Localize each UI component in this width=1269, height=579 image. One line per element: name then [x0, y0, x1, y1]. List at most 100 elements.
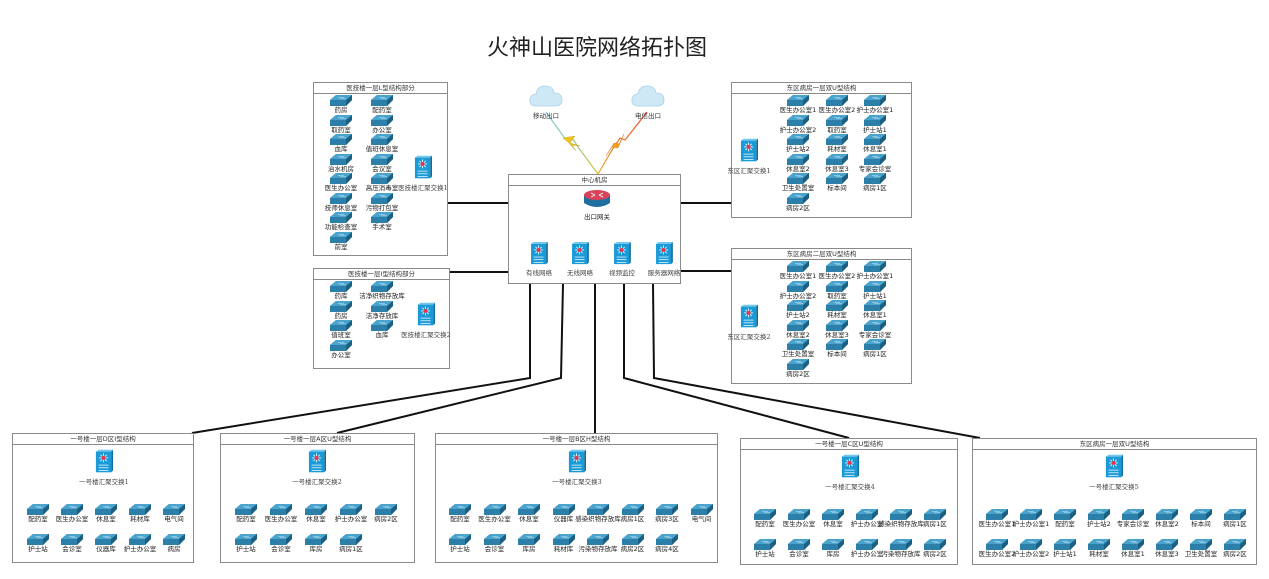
- access-switch[interactable]: 休息室2: [1145, 509, 1189, 528]
- aggregation-switch[interactable]: 东区汇聚交换1: [727, 138, 771, 175]
- access-switch[interactable]: 高压消毒室: [360, 173, 404, 192]
- access-switch[interactable]: 休息室2: [776, 153, 820, 173]
- access-switch[interactable]: 病房: [152, 534, 196, 553]
- access-switch[interactable]: 医生办公室: [50, 504, 94, 523]
- access-switch[interactable]: 耗材室: [815, 300, 859, 319]
- access-switch[interactable]: 洁净存放库: [360, 300, 404, 320]
- access-switch[interactable]: 卫生处置室: [1179, 539, 1223, 558]
- access-switch[interactable]: 污染物存放库: [576, 534, 620, 553]
- access-switch[interactable]: 前室: [319, 231, 363, 251]
- aggregation-switch[interactable]: 东区汇聚交换2: [727, 304, 771, 341]
- cloud-mobile[interactable]: 移动出口: [524, 82, 568, 120]
- access-switch[interactable]: 手术室: [360, 212, 404, 231]
- access-switch[interactable]: 取药室: [319, 114, 363, 134]
- access-switch[interactable]: 休息室1: [853, 300, 897, 319]
- access-switch[interactable]: 专家会诊室: [853, 153, 897, 173]
- access-switch[interactable]: 休息室1: [1111, 539, 1155, 558]
- access-switch[interactable]: 医生办公室: [259, 504, 303, 523]
- access-switch[interactable]: 医生办公室2: [815, 95, 859, 114]
- access-switch[interactable]: 会诊室: [473, 534, 517, 553]
- access-switch[interactable]: 护士站2: [776, 134, 820, 153]
- access-switch[interactable]: 治水机房: [319, 153, 363, 173]
- access-switch[interactable]: 会诊室: [777, 539, 821, 558]
- access-switch[interactable]: 休息室3: [815, 153, 859, 173]
- access-switch[interactable]: 护士站: [224, 534, 268, 553]
- core-switch[interactable]: 服务器网络: [648, 242, 680, 277]
- aggregation-switch[interactable]: 一号楼汇聚交换1: [79, 449, 129, 486]
- access-switch[interactable]: 专家会诊室: [853, 319, 897, 339]
- access-switch[interactable]: 医生办公室: [473, 504, 517, 523]
- access-switch[interactable]: 病房1区: [913, 509, 957, 528]
- core-switch[interactable]: 视频监控: [609, 242, 635, 277]
- access-switch[interactable]: 病房2区: [913, 539, 957, 558]
- access-switch[interactable]: 标本间: [815, 339, 859, 358]
- access-switch[interactable]: 休息室3: [1145, 539, 1189, 558]
- access-switch[interactable]: 病房1区: [853, 339, 897, 358]
- access-switch[interactable]: 休息室: [811, 509, 855, 528]
- access-switch[interactable]: 耗材室: [815, 134, 859, 153]
- cloud-telecom[interactable]: 电信出口: [626, 82, 670, 120]
- access-switch[interactable]: 护士办公室1: [853, 261, 897, 280]
- access-switch[interactable]: 血库: [319, 134, 363, 153]
- core-switch[interactable]: 无线网络: [567, 242, 593, 277]
- access-switch[interactable]: 医生办公室1: [776, 261, 820, 280]
- access-switch[interactable]: 洁净织物存放库: [359, 281, 405, 300]
- access-switch[interactable]: 功能检查室: [319, 212, 363, 231]
- access-switch[interactable]: 感染织物存放库: [878, 509, 924, 528]
- access-switch[interactable]: 病房4区: [645, 534, 689, 553]
- access-switch[interactable]: 病房2区: [611, 534, 655, 553]
- access-switch[interactable]: 电气间: [680, 504, 724, 523]
- access-switch[interactable]: 护士办公室1: [853, 95, 897, 114]
- aggregation-switch[interactable]: 一号楼汇聚交换3: [552, 449, 602, 486]
- access-switch[interactable]: 配药室: [1043, 509, 1087, 528]
- aggregation-switch[interactable]: 医技楼汇聚交换2: [401, 302, 451, 339]
- access-switch[interactable]: 药库: [319, 281, 363, 300]
- access-switch[interactable]: 医生办公室1: [975, 509, 1019, 528]
- access-switch[interactable]: 配药室: [16, 504, 60, 523]
- access-switch[interactable]: 专家会诊室: [1111, 509, 1155, 528]
- access-switch[interactable]: 护士站: [438, 534, 482, 553]
- access-switch[interactable]: 护士站: [16, 534, 60, 553]
- access-switch[interactable]: 感染织物存放库: [575, 504, 621, 523]
- access-switch[interactable]: 病房2区: [776, 192, 820, 212]
- access-switch[interactable]: 休息室2: [776, 319, 820, 339]
- access-switch[interactable]: 医生办公室2: [815, 261, 859, 280]
- access-switch[interactable]: 耗材库: [118, 504, 162, 523]
- access-switch[interactable]: 值班休息室: [360, 134, 404, 153]
- access-switch[interactable]: 护士站1: [853, 280, 897, 300]
- access-switch[interactable]: 会议室: [360, 153, 404, 173]
- access-switch[interactable]: 药房: [319, 95, 363, 114]
- access-switch[interactable]: 配药室: [438, 504, 482, 523]
- access-switch[interactable]: 取药室: [815, 114, 859, 134]
- aggregation-switch[interactable]: 医技楼汇聚交换1: [398, 155, 448, 192]
- access-switch[interactable]: 血库: [360, 320, 404, 339]
- access-switch[interactable]: 休息室3: [815, 319, 859, 339]
- access-switch[interactable]: 取药室: [815, 280, 859, 300]
- access-switch[interactable]: 医生办公室: [777, 509, 821, 528]
- access-switch[interactable]: 医生办公室2: [975, 539, 1019, 558]
- access-switch[interactable]: 护士办公室2: [1009, 539, 1053, 558]
- access-switch[interactable]: 护士站2: [776, 300, 820, 319]
- access-switch[interactable]: 药房: [319, 300, 363, 320]
- access-switch[interactable]: 污物打包室: [360, 192, 404, 212]
- core-switch[interactable]: 有线网络: [526, 242, 552, 277]
- access-switch[interactable]: 护士站1: [1043, 539, 1087, 558]
- access-switch[interactable]: 病房1区: [1213, 509, 1257, 528]
- access-switch[interactable]: 配药室: [360, 95, 404, 114]
- access-switch[interactable]: 护士办公室: [329, 504, 373, 523]
- aggregation-switch[interactable]: 一号楼汇聚交换2: [292, 449, 342, 486]
- access-switch[interactable]: 病房2区: [776, 358, 820, 378]
- access-switch[interactable]: 护士办公室2: [776, 280, 820, 300]
- access-switch[interactable]: 病房3区: [645, 504, 689, 523]
- access-switch[interactable]: 休息室: [294, 504, 338, 523]
- access-switch[interactable]: 休息室: [507, 504, 551, 523]
- access-switch[interactable]: 护士办公室2: [776, 114, 820, 134]
- access-switch[interactable]: 库房: [294, 534, 338, 553]
- access-switch[interactable]: 仪器库: [84, 534, 128, 553]
- access-switch[interactable]: 病房1区: [853, 173, 897, 192]
- access-switch[interactable]: 值班室: [319, 320, 363, 339]
- access-switch[interactable]: 卫生处置室: [776, 339, 820, 358]
- access-switch[interactable]: 标本间: [815, 173, 859, 192]
- aggregation-switch[interactable]: 一号楼汇聚交换5: [1089, 454, 1139, 491]
- access-switch[interactable]: 医生办公室: [319, 173, 363, 192]
